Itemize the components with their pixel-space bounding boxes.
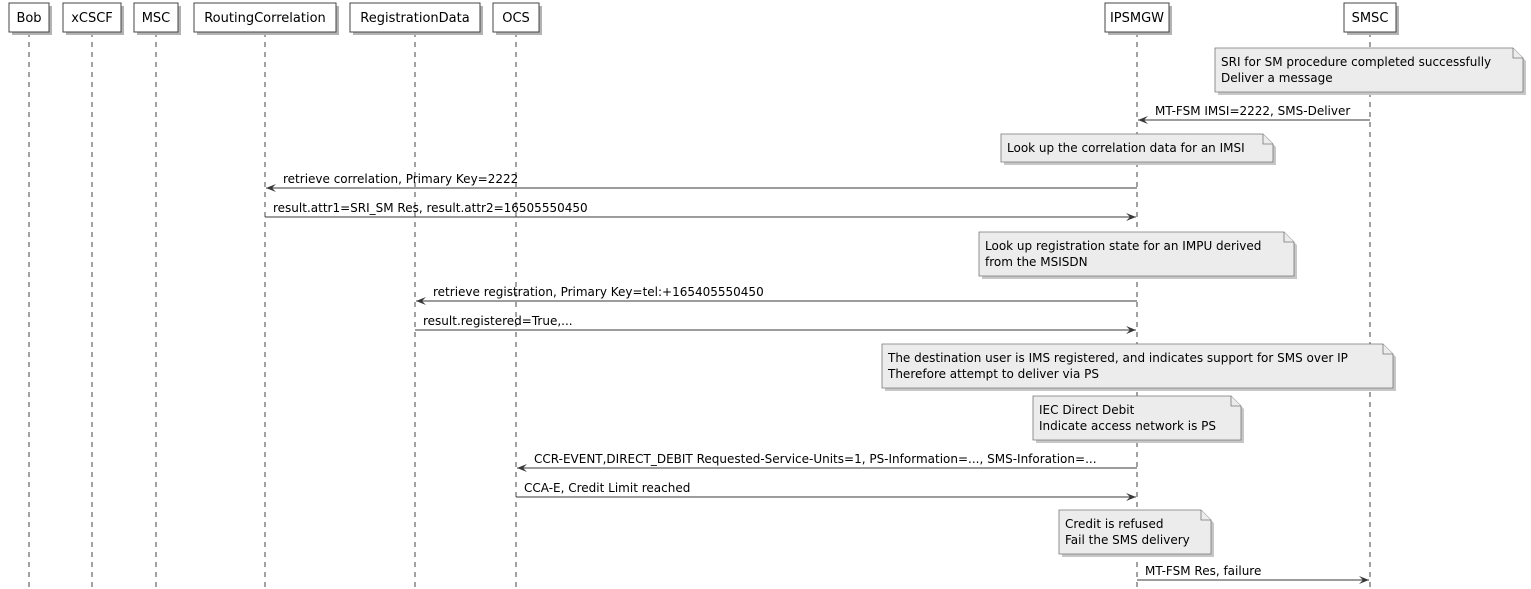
message-label: result.registered=True,... (423, 314, 573, 328)
participant-box (1104, 2, 1170, 33)
note-line: Look up registration state for an IMPU d… (985, 239, 1261, 253)
note: Look up registration state for an IMPU d… (978, 231, 1297, 279)
arrowhead-icon (517, 464, 527, 472)
note-body (1214, 47, 1524, 93)
note-line: IEC Direct Debit (1039, 403, 1135, 417)
arrowhead-icon (1126, 326, 1136, 334)
message-ipsmgw-to-smsc: MT-FSM Res, failure (1137, 564, 1369, 584)
participant-ipsmgw: IPSMGW (1104, 2, 1172, 35)
message-label: retrieve correlation, Primary Key=2222 (283, 172, 518, 186)
note: Look up the correlation data for an IMSI (1000, 133, 1276, 165)
note-fold (1283, 232, 1294, 243)
note-line: SRI for SM procedure completed successfu… (1221, 55, 1491, 69)
message-label: result.attr1=SRI_SM Res, result.attr2=16… (273, 201, 588, 215)
participant-box (349, 2, 481, 33)
participant-smsc: SMSC (1343, 2, 1399, 35)
message-regdata-to-ipsmgw: result.registered=True,... (415, 314, 1136, 334)
participant-label: OCS (502, 11, 530, 26)
message-label: retrieve registration, Primary Key=tel:+… (433, 285, 764, 299)
note-fold (1230, 396, 1241, 407)
note-line: Look up the correlation data for an IMSI (1007, 141, 1245, 155)
participant-routing: RoutingCorrelation (193, 2, 339, 35)
note-line: Fail the SMS delivery (1065, 533, 1190, 547)
message-smsc-to-ipsmgw: MT-FSM IMSI=2222, SMS-Deliver (1138, 104, 1370, 124)
message-label: MT-FSM Res, failure (1145, 564, 1261, 578)
note-body (1058, 509, 1212, 555)
note-line: The destination user is IMS registered, … (887, 351, 1348, 365)
note-fold (1200, 510, 1211, 521)
participant-label: xCSCF (71, 11, 113, 26)
participant-msc: MSC (133, 2, 181, 35)
note-line: Credit is refused (1065, 517, 1163, 531)
note-line: from the MSISDN (985, 255, 1088, 269)
notes: SRI for SM procedure completed successfu… (881, 47, 1526, 557)
arrowhead-icon (1126, 493, 1136, 501)
message-ocs-to-ipsmgw: CCA-E, Credit Limit reached (516, 481, 1136, 501)
note-body (881, 343, 1394, 389)
message-ipsmgw-to-routing: retrieve correlation, Primary Key=2222 (266, 172, 1137, 192)
participant-box (62, 2, 122, 33)
note-body (1000, 133, 1274, 163)
participant-ocs: OCS (492, 2, 542, 35)
participant-label: IPSMGW (1110, 11, 1164, 26)
lifelines (28, 32, 1371, 589)
message-label: CCR-EVENT,DIRECT_DEBIT Requested-Service… (534, 452, 1097, 466)
participant-label: SMSC (1352, 11, 1389, 26)
message-ipsmgw-to-regdata: retrieve registration, Primary Key=tel:+… (416, 285, 1137, 305)
arrowhead-icon (1138, 116, 1148, 124)
participants: Bob xCSCF MSC RoutingCorrelation Registratio… (8, 2, 1399, 35)
arrowhead-icon (416, 297, 426, 305)
note-line: Deliver a message (1221, 71, 1333, 85)
message-label: CCA-E, Credit Limit reached (524, 481, 690, 495)
participant-box (492, 2, 540, 33)
note-fold (1262, 134, 1273, 145)
note-line: Therefore attempt to deliver via PS (887, 367, 1099, 381)
note: SRI for SM procedure completed successfu… (1214, 47, 1526, 95)
participant-label: Bob (16, 11, 41, 26)
arrowhead-icon (266, 184, 276, 192)
participant-xcscf: xCSCF (62, 2, 124, 35)
participant-label: MSC (142, 11, 171, 26)
participant-box (8, 2, 50, 33)
arrowhead-icon (1126, 213, 1136, 221)
participant-bob: Bob (8, 2, 52, 35)
note: The destination user is IMS registered, … (881, 343, 1396, 391)
participant-label: RegistrationData (360, 11, 469, 26)
participant-box (193, 2, 337, 33)
participant-box (1343, 2, 1397, 33)
note-fold (1382, 344, 1393, 355)
arrowhead-icon (1359, 576, 1369, 584)
participant-box (133, 2, 179, 33)
participant-label: RoutingCorrelation (204, 11, 326, 26)
participant-regdata: RegistrationData (349, 2, 483, 35)
note-body (978, 231, 1295, 277)
note-body (1032, 395, 1242, 441)
note-line: Indicate access network is PS (1039, 419, 1216, 433)
note-fold (1512, 48, 1523, 59)
messages: MT-FSM IMSI=2222, SMS-Deliver retrieve co… (265, 104, 1370, 584)
message-label: MT-FSM IMSI=2222, SMS-Deliver (1155, 104, 1350, 118)
message-ipsmgw-to-ocs: CCR-EVENT,DIRECT_DEBIT Requested-Service… (517, 452, 1137, 472)
message-routing-to-ipsmgw: result.attr1=SRI_SM Res, result.attr2=16… (265, 201, 1136, 221)
